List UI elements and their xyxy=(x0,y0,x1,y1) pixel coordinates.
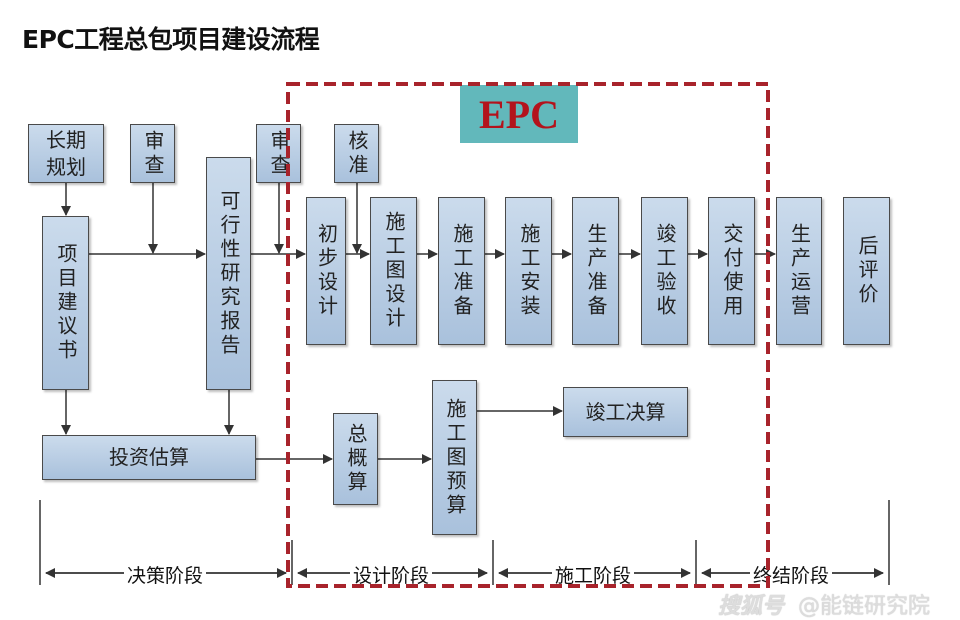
box-prelim-design: 初步设计 xyxy=(306,197,346,345)
box-final-account: 竣工决算 xyxy=(563,387,688,437)
box-drawing-budget: 施工图预算 xyxy=(432,380,477,535)
phase-decision: 决策阶段 xyxy=(124,561,207,588)
box-total-budget: 总概算 xyxy=(333,413,378,505)
box-construction-install: 施工安装 xyxy=(505,197,552,345)
box-completion-acceptance: 竣工验收 xyxy=(641,197,688,345)
box-approval: 核准 xyxy=(334,124,379,183)
watermark-logo: 搜狐号 xyxy=(718,594,785,619)
watermark: 搜狐号 @能链研究院 xyxy=(718,588,930,620)
phase-closing: 终结阶段 xyxy=(750,561,833,588)
box-construction-prep: 施工准备 xyxy=(438,197,485,345)
box-delivery: 交付使用 xyxy=(708,197,755,345)
box-production-operation: 生产运营 xyxy=(776,197,822,345)
box-project-proposal: 项目建议书 xyxy=(42,216,89,390)
page-title: EPC工程总包项目建设流程 xyxy=(22,25,320,54)
box-production-prep: 生产准备 xyxy=(572,197,619,345)
box-feasibility-report: 可行性研究报告 xyxy=(206,157,251,390)
box-long-term-plan: 长期规划 xyxy=(28,124,104,183)
box-construction-drawing-design: 施工图设计 xyxy=(370,197,417,345)
box-review-1: 审查 xyxy=(130,124,175,183)
watermark-text: @能链研究院 xyxy=(798,594,931,619)
phase-construction: 施工阶段 xyxy=(552,561,635,588)
epc-label: EPC xyxy=(460,85,578,143)
box-post-evaluation: 后评价 xyxy=(843,197,890,345)
phase-design: 设计阶段 xyxy=(350,561,433,588)
box-investment-estimate: 投资估算 xyxy=(42,435,256,480)
